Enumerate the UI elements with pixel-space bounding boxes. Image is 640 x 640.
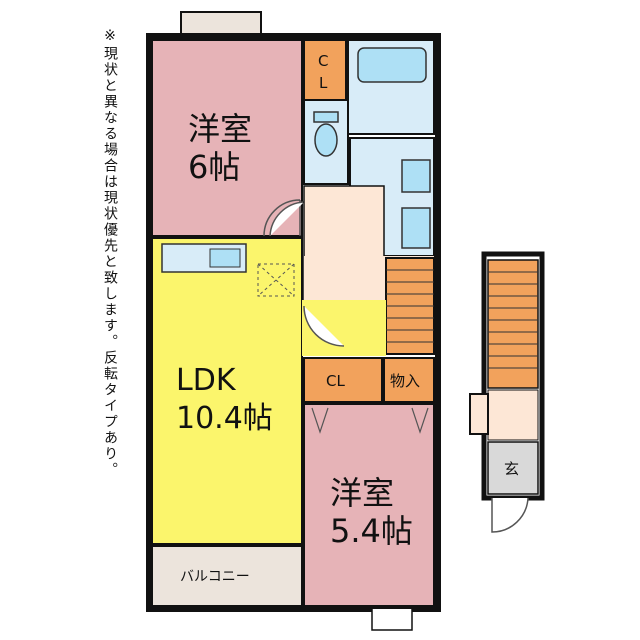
- stairs-main-steps: [386, 269, 434, 343]
- kitchen-sink-icon: [209, 248, 241, 268]
- balcony-label: バルコニー: [180, 569, 250, 585]
- ldk: [151, 237, 303, 545]
- bedroom-5-4-jo: [303, 403, 435, 607]
- bathtub-icon: [357, 47, 427, 83]
- stairs-side-steps: [488, 271, 538, 369]
- storage-label: 物入: [390, 372, 420, 390]
- ldk-label-2: 10.4帖: [176, 401, 273, 436]
- bedroom-5-4-label-1: 洋室: [330, 474, 394, 512]
- balcony: [151, 545, 303, 607]
- sink-icon: [401, 207, 431, 249]
- closet-1-label-1: C: [318, 52, 328, 70]
- side-step: [469, 393, 489, 435]
- washing-machine-icon: [401, 159, 431, 193]
- bedroom-5-4-label-2: 5.4帖: [330, 512, 413, 550]
- closet-1-label-2: L: [319, 74, 328, 92]
- storage: [383, 357, 435, 403]
- bottom-window: [371, 609, 413, 631]
- range-hood-icon: [257, 263, 295, 297]
- entrance: [487, 441, 539, 495]
- bedroom-6-label-2: 6帖: [188, 148, 240, 186]
- bedroom-6-jo: [151, 39, 303, 237]
- side-hall: [487, 389, 539, 441]
- closet-2: [303, 357, 383, 403]
- entrance-door: [491, 497, 529, 533]
- closet-1: [303, 39, 347, 101]
- ldk-door: [303, 305, 345, 347]
- bay-window: [180, 11, 262, 37]
- stairs-side: [487, 259, 539, 389]
- bedroom-6-door-2: [269, 201, 305, 237]
- toilet-icon: [314, 123, 338, 157]
- entrance-label: 玄: [504, 460, 519, 478]
- closet-door-marks: [311, 407, 429, 434]
- floor-plan-note: ※現状と異なる場合は現状優先と致します。反転タイプあり。: [102, 28, 118, 478]
- bedroom-6-label-1: 洋室: [188, 110, 252, 148]
- ldk-label-1: LDK: [176, 363, 237, 398]
- closet-2-label: CL: [326, 372, 345, 390]
- toilet-tank-icon: [313, 111, 339, 123]
